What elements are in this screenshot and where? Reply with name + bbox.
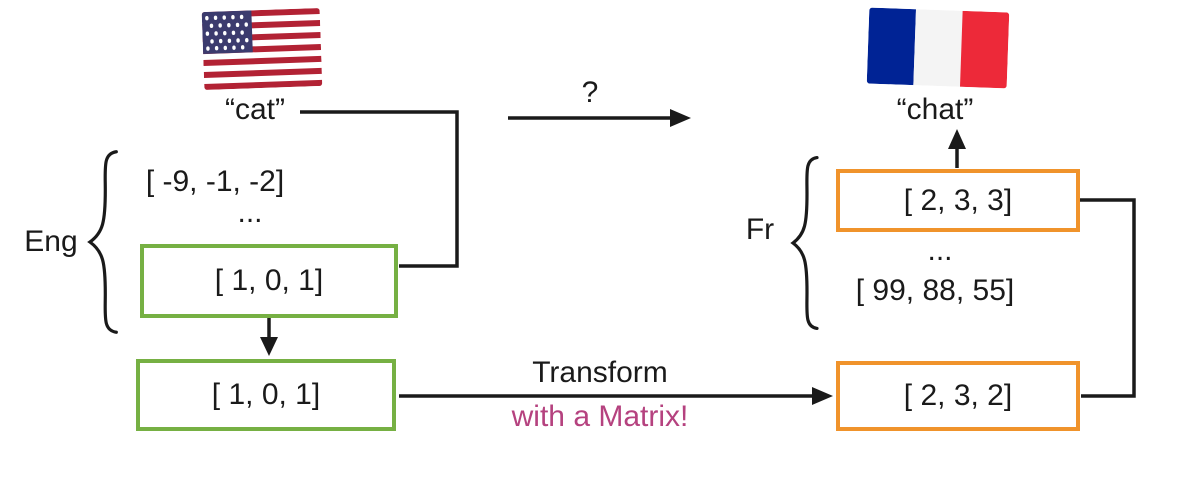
target-transform-output-value: [ 2, 3, 2] (903, 379, 1013, 412)
transform-label: Transform (532, 356, 668, 389)
matrix-label: with a Matrix! (511, 400, 689, 433)
source-ellipsis: ... (237, 196, 263, 229)
source-transform-input-value: [ 1, 0, 1] (211, 378, 321, 411)
source-vector-other: [ -9, -1, -2] (145, 165, 285, 198)
source-word: “cat” (225, 93, 285, 126)
us-flag-icon (201, 7, 323, 91)
source-transform-input-box: [ 1, 0, 1] (136, 359, 396, 431)
vector-to-chat-arrow-head (948, 129, 966, 149)
cat-to-vector-line (300, 110, 459, 268)
source-brace (80, 148, 124, 336)
question-arrow-head (670, 109, 691, 127)
source-vector-value: [ 1, 0, 1] (214, 264, 324, 297)
fr-flag-icon (866, 7, 1010, 89)
transform-arrow-head (812, 387, 833, 405)
source-group-label: Eng (24, 225, 78, 258)
target-word: “chat” (896, 93, 974, 126)
target-group-label: Fr (745, 213, 775, 246)
green-down-arrow-head (260, 337, 278, 356)
target-brace (784, 154, 824, 332)
target-vector-other: [ 99, 88, 55] (855, 274, 1015, 307)
orange-boxes-connector (1080, 198, 1136, 398)
target-transform-output-box: [ 2, 3, 2] (836, 361, 1080, 431)
question-label: ? (581, 76, 599, 109)
target-vector-box: [ 2, 3, 3] (836, 169, 1080, 232)
target-vector-value: [ 2, 3, 3] (903, 183, 1013, 217)
source-vector-box: [ 1, 0, 1] (140, 244, 398, 318)
target-ellipsis: ... (927, 234, 953, 267)
